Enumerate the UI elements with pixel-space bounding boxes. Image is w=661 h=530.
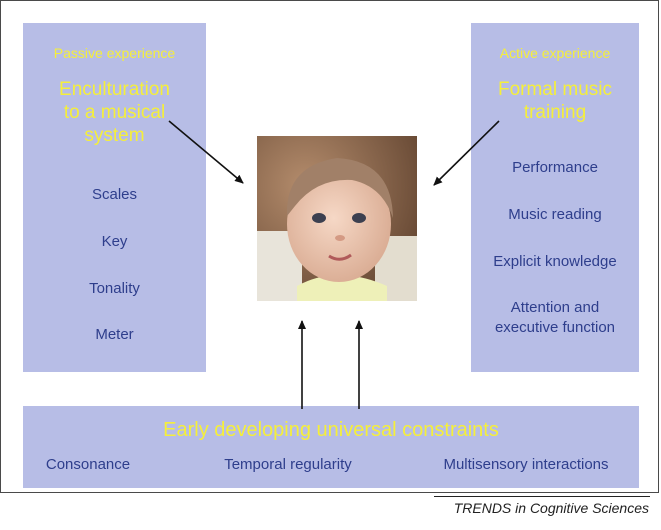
enculturation-title-line-3: system [84, 125, 145, 146]
passive-experience-panel: Passive experience Enculturation to a mu… [23, 23, 206, 372]
item-multisensory-interactions: Multisensory interactions [443, 456, 609, 473]
passive-experience-label: Passive experience [53, 45, 176, 61]
enculturation-title-line-2: to a musical [63, 102, 166, 123]
arrows-layer [168, 120, 500, 409]
item-meter: Meter [95, 326, 134, 343]
active-experience-panel: Active experience Formal music training … [471, 23, 639, 372]
enculturation-title-line-1: Enculturation [59, 79, 170, 100]
diagram-frame: Passive experience Enculturation to a mu… [0, 0, 659, 493]
item-temporal-regularity: Temporal regularity [224, 456, 352, 473]
item-explicit-knowledge: Explicit knowledge [493, 253, 617, 270]
active-experience-label: Active experience [499, 45, 611, 61]
item-key: Key [101, 233, 128, 250]
item-tonality: Tonality [89, 280, 140, 297]
item-performance: Performance [512, 159, 598, 176]
arrow-left-to-photo [168, 120, 244, 184]
item-consonance: Consonance [45, 456, 131, 473]
journal-credit: TRENDS in Cognitive Sciences [453, 500, 649, 516]
baby-illustration [257, 136, 417, 301]
item-music-reading: Music reading [508, 206, 602, 223]
item-attention-line-2: executive function [494, 319, 616, 336]
universal-constraints-title: Early developing universal constraints [163, 419, 499, 441]
baby-photo [257, 136, 417, 301]
item-scales: Scales [91, 186, 138, 203]
footer-rule [434, 496, 650, 497]
universal-constraints-panel: Early developing universal constraints C… [23, 406, 639, 488]
formal-training-title-line-2: training [523, 102, 587, 123]
formal-training-title-line-1: Formal music [497, 79, 612, 100]
arrow-right-to-photo [433, 120, 500, 186]
item-attention-line-1: Attention and [510, 299, 600, 316]
